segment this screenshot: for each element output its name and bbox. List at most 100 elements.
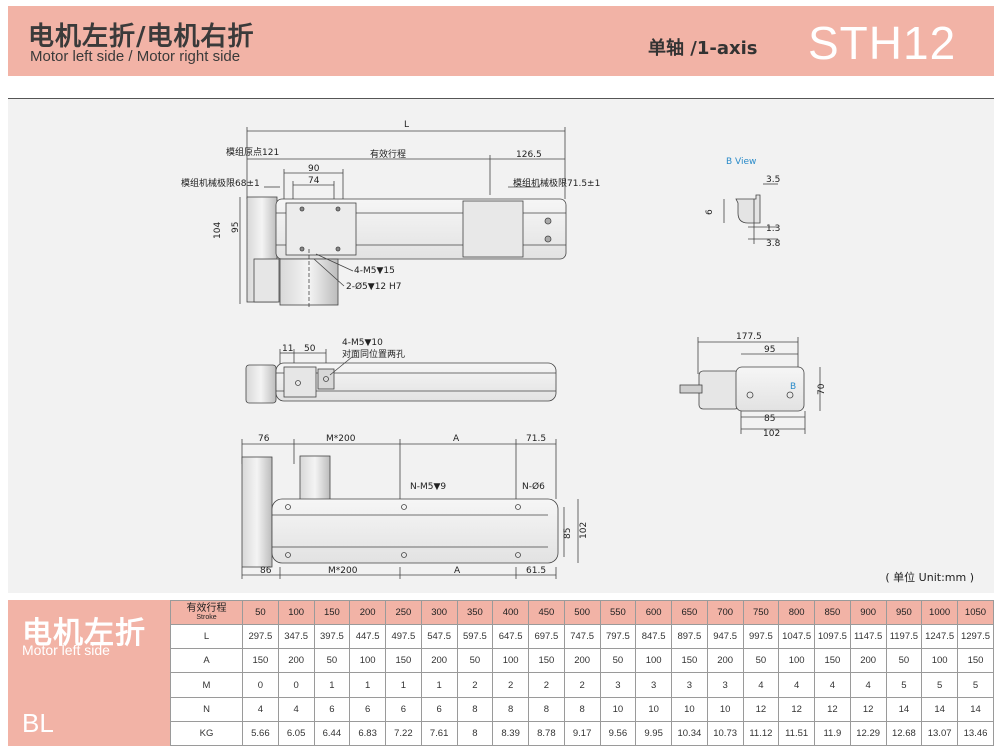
dim-11: 11 (282, 344, 293, 354)
spec-cell: 10.73 (706, 720, 744, 747)
spec-row-label: N (170, 696, 243, 722)
spec-cell: 997.5 (742, 624, 780, 650)
spec-cell: 8.39 (492, 720, 529, 747)
spec-cell: 11.12 (742, 720, 780, 747)
spec-cell: 297.5 (242, 624, 279, 650)
spec-cell: 100 (778, 648, 815, 674)
spec-cell: 3 (706, 672, 744, 698)
dim-6: 6 (705, 209, 715, 215)
spec-cell: 150 (957, 648, 994, 674)
stroke-value-cell: 450 (528, 599, 565, 626)
stroke-header-cn: 有效行程 (186, 602, 227, 614)
spec-row-label: M (170, 672, 243, 698)
spec-cell: 50 (885, 648, 923, 674)
spec-cell: 150 (385, 648, 422, 674)
spec-cell: 4 (277, 696, 315, 722)
dim-3-5: 3.5 (766, 175, 780, 185)
dim-a-top: A (453, 434, 460, 444)
spec-cell: 150 (528, 648, 565, 674)
spec-cell: 6.05 (277, 720, 315, 747)
spec-cell: 897.5 (671, 624, 708, 650)
spec-row-label: L (170, 624, 243, 650)
dim-126-5: 126.5 (516, 150, 542, 160)
spec-cell: 597.5 (456, 624, 494, 650)
spec-cell: 497.5 (385, 624, 422, 650)
spec-cell: 5 (921, 672, 958, 698)
spec-cell: 947.5 (706, 624, 744, 650)
spec-cell: 200 (849, 648, 887, 674)
spec-cell: 6 (349, 696, 386, 722)
spec-cell: 50 (742, 648, 780, 674)
spec-cell: 5 (957, 672, 994, 698)
spec-cell: 13.07 (921, 720, 958, 747)
stroke-value-cell: 350 (456, 599, 494, 626)
dim-102-bottom: 102 (579, 522, 589, 539)
spec-cell: 200 (420, 648, 458, 674)
spec-cell: 8 (528, 696, 565, 722)
top-view (239, 127, 567, 309)
spec-cell: 150 (671, 648, 708, 674)
stroke-value-cell: 150 (313, 599, 351, 626)
spec-side-code: BL (22, 708, 54, 738)
spec-cell: 200 (706, 648, 744, 674)
page-header: 电机左折/电机右折 Motor left side / Motor right … (8, 6, 994, 76)
dim-3-8: 3.8 (766, 239, 781, 249)
spec-cell: 200 (563, 648, 601, 674)
spec-cell: 14 (921, 696, 958, 722)
spec-cell: 4 (849, 672, 887, 698)
stroke-value-cell: 850 (814, 599, 851, 626)
page-subtitle: Motor left side / Motor right side (30, 48, 241, 65)
spec-side-panel: 电机左折 Motor left side BL (8, 600, 170, 746)
label-b-mark: B (790, 382, 796, 392)
spec-cell: 50 (313, 648, 351, 674)
spec-cell: 10 (599, 696, 637, 722)
spec-cell: 447.5 (349, 624, 386, 650)
spec-cell: 647.5 (492, 624, 529, 650)
spec-cell: 9.95 (635, 720, 672, 747)
stroke-value-cell: 700 (706, 599, 744, 626)
stroke-value-cell: 750 (742, 599, 780, 626)
stroke-value-cell: 100 (277, 599, 315, 626)
dim-102-end: 102 (763, 429, 780, 439)
spec-cell: 2 (528, 672, 565, 698)
b-view-title: B View (726, 157, 756, 167)
dim-a-bottom: A (454, 566, 461, 576)
spec-cell: 1 (420, 672, 458, 698)
spec-cell: 8 (456, 720, 494, 747)
label-hole-pin: 2-Ø5▼12 H7 (346, 281, 402, 292)
technical-drawing-area: L 模组原点121 有效行程 126.5 90 74 模组机械极限68±1 模组… (8, 98, 994, 593)
b-view (723, 183, 778, 244)
spec-cell: 2 (492, 672, 529, 698)
stroke-value-cell: 300 (420, 599, 458, 626)
stroke-value-cell: 1050 (957, 599, 994, 626)
spec-cell: 7.61 (420, 720, 458, 747)
spec-cell: 4 (742, 672, 780, 698)
spec-cell: 10.34 (671, 720, 708, 747)
dim-95: 95 (231, 222, 241, 233)
label-hole-m5: 4-M5▼15 (354, 266, 395, 276)
label-side-hole: 4-M5▼10 (342, 338, 383, 348)
spec-cell: 797.5 (599, 624, 637, 650)
bottom-view (241, 439, 579, 579)
stroke-header-en: Stroke (196, 613, 217, 621)
dim-76: 76 (258, 434, 270, 444)
dim-90: 90 (308, 164, 320, 174)
end-view (679, 337, 821, 434)
spec-cell: 14 (957, 696, 994, 722)
spec-cell: 12 (814, 696, 851, 722)
spec-cell: 100 (349, 648, 386, 674)
spec-cell: 9.56 (599, 720, 637, 747)
spec-cell: 100 (492, 648, 529, 674)
label-n-m5: N-M5▼9 (410, 482, 446, 492)
spec-side-title: 电机左折 (22, 616, 146, 651)
spec-cell: 7.22 (385, 720, 422, 747)
stroke-value-cell: 600 (635, 599, 672, 626)
spec-cell: 200 (277, 648, 315, 674)
spec-cell: 12.68 (885, 720, 923, 747)
axis-label: 单轴 /1-axis (648, 38, 758, 59)
spec-cell: 100 (921, 648, 958, 674)
spec-cell: 50 (599, 648, 637, 674)
